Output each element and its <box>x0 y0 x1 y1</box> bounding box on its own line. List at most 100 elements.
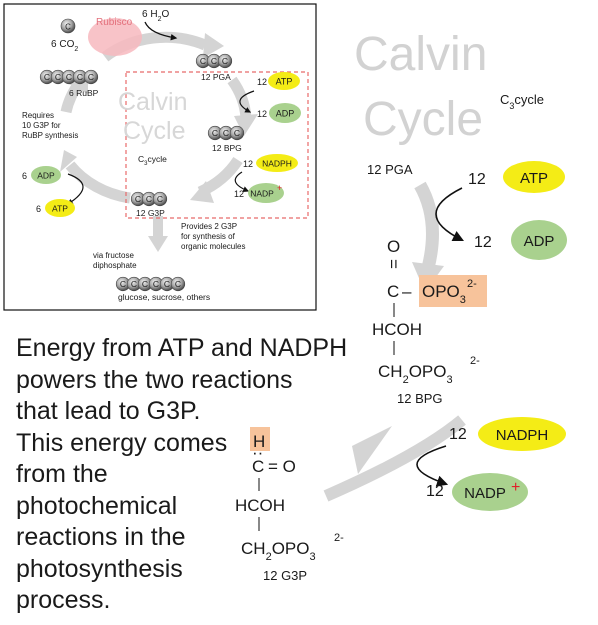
svg-text:via fructose: via fructose <box>93 251 134 260</box>
rubp-carbon-atom <box>83 69 99 85</box>
fructose-text: via fructose diphosphate <box>93 251 137 270</box>
nadp-oval-inset <box>248 183 284 203</box>
paragraph-line: that lead to G3P. <box>16 397 201 425</box>
rubp-carbon-letter: C <box>77 72 83 82</box>
rubp-label: 6 RuBP <box>69 88 99 98</box>
hexose-carbon-letter: C <box>175 279 181 289</box>
calvin-title-inset: Calvin <box>118 88 187 116</box>
paragraph-line: photochemical <box>16 491 178 520</box>
svg-text:–: – <box>402 282 412 301</box>
h2o-label: 6 H2O <box>142 9 169 23</box>
bpg-label: 12 BPG <box>397 391 443 406</box>
g3p-label-inset: 12 G3P <box>136 208 165 218</box>
pga-carbon-letter: C <box>222 56 228 66</box>
svg-text:··: ·· <box>252 443 263 462</box>
svg-text:HCOH: HCOH <box>235 496 285 515</box>
adp-atp-arrow-left <box>66 173 84 205</box>
svg-text:C: C <box>65 23 71 32</box>
adp-oval-inset <box>269 103 301 123</box>
svg-text:2-: 2- <box>470 355 480 367</box>
hexose-carbon-letter: C <box>153 279 159 289</box>
pga-carbon-letter: C <box>200 56 206 66</box>
atp6-coef: 6 <box>36 204 41 214</box>
adp6-label: ADP <box>37 171 55 181</box>
inset-branch-arrowhead <box>148 236 168 252</box>
paragraph-line: from the <box>16 460 108 488</box>
svg-text:Provides 2 G3P: Provides 2 G3P <box>181 222 237 231</box>
svg-text:O: O <box>387 237 400 256</box>
adp6-oval <box>31 166 61 184</box>
h2o-arrow <box>144 21 178 41</box>
svg-text:diphosphate: diphosphate <box>93 261 137 270</box>
nadp-coef: 12 <box>426 483 444 500</box>
adp-oval <box>511 220 567 260</box>
h-highlight <box>250 427 270 451</box>
g3p-structure: H ·· C = O HCOH CH2OPO3 2- <box>235 427 344 563</box>
atp6-oval <box>45 199 75 217</box>
bpg-g3p-gray-arrowhead <box>352 426 392 474</box>
provides-text: Provides 2 G3P for synthesis of organic … <box>181 222 245 251</box>
adp-label-inset: ADP <box>276 109 295 119</box>
atp-coef-inset: 12 <box>257 77 267 87</box>
inset-cycle-arrowheads <box>60 33 258 203</box>
atp-oval <box>503 161 565 193</box>
adp-label: ADP <box>524 233 555 250</box>
bpg-label-inset: 12 BPG <box>212 143 242 153</box>
nadph-nadp-arrow <box>416 445 449 487</box>
nadph-coef-inset: 12 <box>243 159 253 169</box>
nadph-oval-inset <box>256 154 298 172</box>
svg-text:2-: 2- <box>467 278 477 290</box>
rubp-carbon-letter: C <box>55 72 61 82</box>
svg-text:2-: 2- <box>334 532 344 544</box>
explanation-paragraph: Energy from ATP and NADPH powers the two… <box>16 333 348 617</box>
svg-text:= O: = O <box>268 457 296 476</box>
hexose-carbon-letter: C <box>120 279 126 289</box>
co2-molecule: C <box>60 18 76 34</box>
bpg-carbon-atom <box>229 125 245 141</box>
paragraph-line: reactions in the <box>16 523 186 551</box>
inset-dashed-box <box>125 71 309 219</box>
adp6-coef: 6 <box>22 171 27 181</box>
svg-text:=: = <box>384 259 403 269</box>
bpg-carbon-letter: C <box>212 128 218 138</box>
hexose-carbon-letter: C <box>131 279 137 289</box>
hexose-carbon-letter: C <box>142 279 148 289</box>
nadph-label-inset: NADPH <box>262 159 292 169</box>
bpg-carbon-letter: C <box>223 128 229 138</box>
requires-text: Requires 10 G3P for RuBP synthesis <box>22 111 78 140</box>
nadp-plus: + <box>511 479 520 496</box>
atp-coef: 12 <box>468 171 486 188</box>
atp-adp-arrow <box>435 187 465 242</box>
svg-text:for synthesis of: for synthesis of <box>181 232 236 241</box>
paragraph-line: Energy from ATP and NADPH <box>16 334 348 362</box>
pga-label: 12 PGA <box>367 162 413 177</box>
g3p-carbon-letter: C <box>157 194 163 204</box>
g3p-label: 12 G3P <box>263 568 307 583</box>
g3p-carbon-letter: C <box>135 194 141 204</box>
pga-bpg-gray-arrow <box>414 181 439 270</box>
rubp-carbon-letter: C <box>88 72 94 82</box>
opo-highlight <box>419 275 487 307</box>
pga-label-inset: 12 PGA <box>201 72 231 82</box>
rubp-carbon-letter: C <box>66 72 72 82</box>
svg-text:H: H <box>253 432 265 451</box>
nadph-oval <box>478 417 566 451</box>
svg-text:CH2OPO3: CH2OPO3 <box>241 539 316 563</box>
c3cycle-inset: C3cycle <box>138 154 167 167</box>
rubisco-label: Rubisco <box>96 17 133 28</box>
bpg-g3p-gray-arrow <box>323 415 466 502</box>
svg-text:OPO3: OPO3 <box>422 282 466 306</box>
svg-text:organic molecules: organic molecules <box>181 242 245 251</box>
cycle-title-inset: Cycle <box>123 117 186 145</box>
pga-carbon-atom <box>217 53 233 69</box>
pga-carbon-letter: C <box>211 56 217 66</box>
nadp-plus-inset: + <box>277 183 282 193</box>
atp-label: ATP <box>520 170 548 187</box>
atp-label-inset: ATP <box>276 77 293 87</box>
